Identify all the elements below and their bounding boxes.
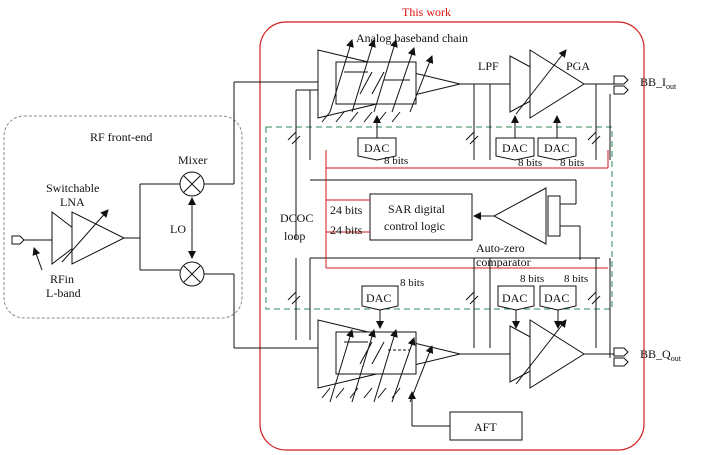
bb-i-pin-2 — [613, 85, 629, 95]
bits8-lpf-q: 8 bits — [400, 277, 424, 289]
bb-q-pin-2 — [613, 357, 629, 367]
svg-text:DAC: DAC — [544, 291, 569, 305]
sar-label-line1: SAR digital — [388, 202, 446, 216]
aft-label: AFT — [474, 420, 497, 434]
bits8-pga-i-1: 8 bits — [518, 157, 542, 169]
dac-lpf-q: DAC — [361, 285, 399, 311]
mixer-i — [179, 171, 205, 197]
bits8-pga-q-1: 8 bits — [520, 273, 544, 285]
dcoc-label-line1: DCOC — [280, 211, 313, 225]
dac-pga-i-1: DAC — [495, 137, 535, 161]
svg-text:DAC: DAC — [502, 291, 527, 305]
lo-label: LO — [170, 222, 186, 236]
bb-q-pin-1 — [613, 347, 629, 357]
rfin-label-line1: RFin — [50, 272, 74, 286]
rfin-connector — [11, 235, 25, 245]
rfin-label-line2: L-band — [46, 286, 81, 300]
sar-logic-block — [369, 193, 473, 241]
bits8-lpf-i: 8 bits — [384, 155, 408, 167]
dac-pga-q-1: DAC — [497, 285, 535, 311]
autozero-comparator — [492, 187, 547, 245]
lna-amplifier-2 — [71, 211, 126, 265]
lna-amplifier-1 — [51, 210, 87, 266]
this-work-title: This work — [402, 5, 451, 19]
bits8-pga-q-2: 8 bits — [564, 273, 588, 285]
dac-pga-q-2: DAC — [539, 285, 577, 311]
pga-label: PGA — [566, 59, 590, 73]
control-bus-red — [325, 167, 608, 269]
svg-text:DAC: DAC — [366, 291, 391, 305]
mixer-label: Mixer — [178, 153, 207, 167]
rf-frontend-label: RF front-end — [90, 130, 152, 144]
lna-label-line2: LNA — [60, 195, 85, 209]
dac-lpf-i: DAC — [357, 137, 397, 161]
dcoc-dashed-box — [265, 126, 613, 310]
bits24-bottom: 24 bits — [330, 223, 363, 237]
dcoc-label-line2: loop — [284, 229, 305, 243]
rf-frontend-box — [3, 115, 243, 319]
svg-text:DAC: DAC — [544, 141, 569, 155]
dac-pga-i-2: DAC — [537, 137, 577, 161]
bits24-top: 24 bits — [330, 203, 363, 217]
sar-label-line2: control logic — [384, 219, 445, 233]
bb-q-label: BB_Qout — [640, 347, 682, 363]
autozero-label-line1: Auto-zero — [476, 241, 525, 255]
bb-i-label: BB_Iout — [640, 75, 677, 91]
autozero-label-line2: comparator — [476, 255, 531, 269]
bb-i-pin-1 — [613, 75, 629, 85]
bits8-pga-i-2: 8 bits — [560, 157, 584, 169]
this-work-box — [259, 21, 645, 451]
mixer-q — [179, 261, 205, 287]
lpf-label: LPF — [478, 59, 499, 73]
lna-label-line1: Switchable — [46, 181, 99, 195]
svg-text:DAC: DAC — [364, 141, 389, 155]
analog-chain-label: Analog baseband chain — [356, 31, 468, 45]
svg-text:DAC: DAC — [502, 141, 527, 155]
